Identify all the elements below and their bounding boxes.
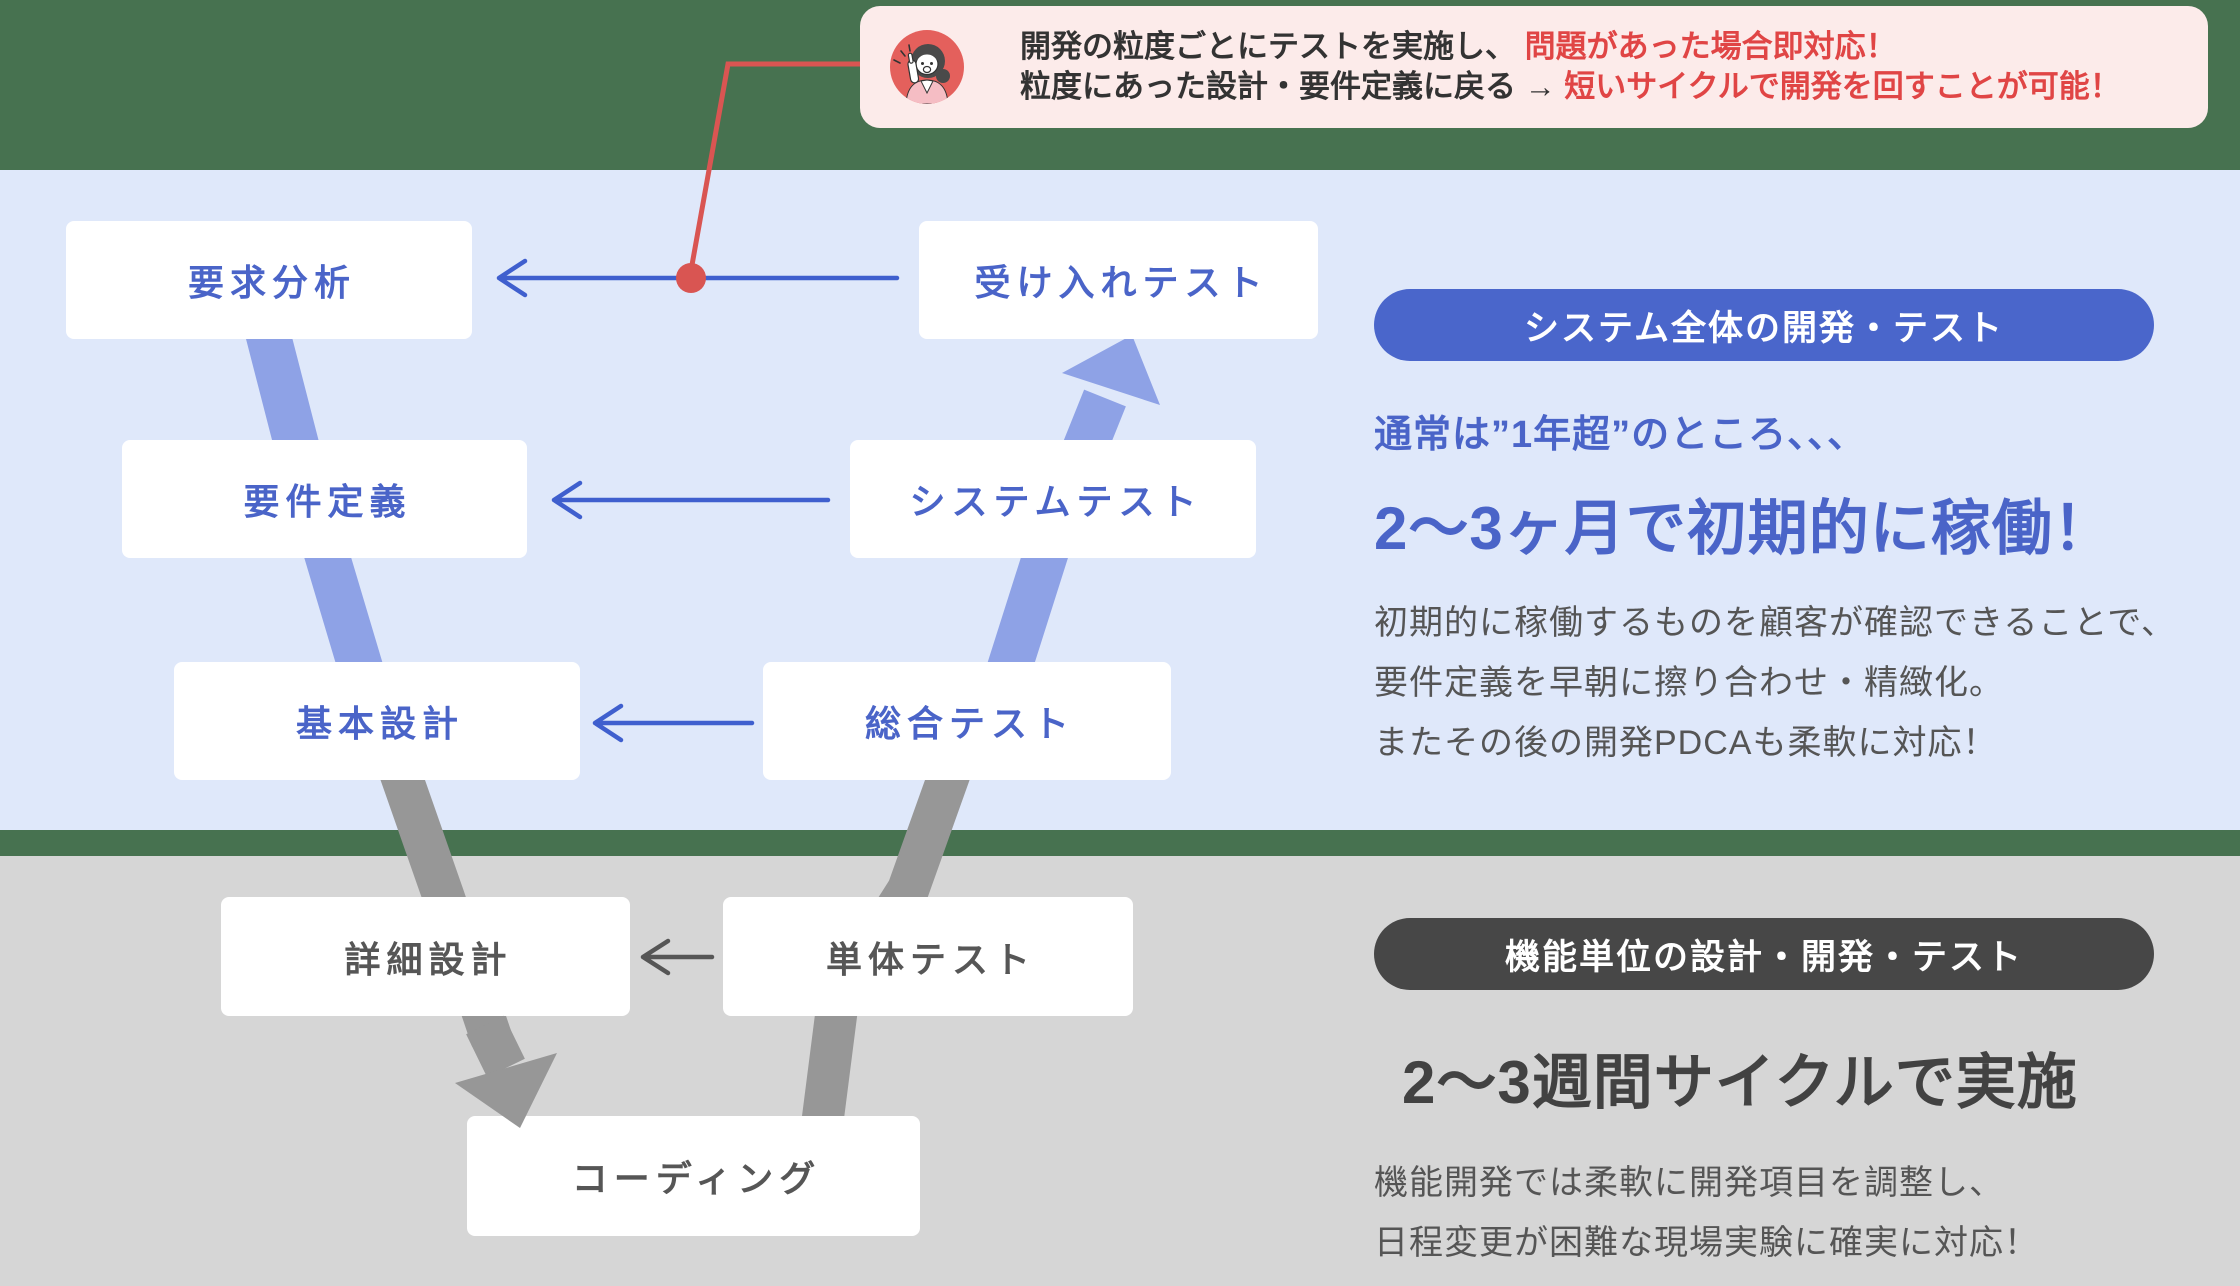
stage-label: 受け入れテスト <box>974 262 1269 303</box>
stage-box-detailed-design: 詳細設計 <box>221 897 630 1016</box>
callout-line2-red: 短いサイクルで開発を回すことが可能！ <box>1564 69 2121 104</box>
system-scope-badge-label: システム全体の開発・テスト <box>1524 308 2004 348</box>
callout-line2-black: 粒度にあった設計・要件定義に戻る → <box>1020 69 1556 104</box>
system-body-line-2: 要件定義を早朝に擦り合わせ・精緻化。 <box>1374 664 2004 702</box>
stage-label: 要求分析 <box>187 262 356 303</box>
divider-green-band <box>0 830 2240 856</box>
stage-box-integration-test: 総合テスト <box>763 662 1171 780</box>
up-arrowhead-icon <box>1062 335 1160 405</box>
stage-box-requirement-definition: 要件定義 <box>122 440 527 558</box>
stage-box-basic-design: 基本設計 <box>174 662 580 780</box>
system-panel: システム全体の開発・テスト 通常は”1年超”のところ、、、 2〜3ヶ月で初期的に… <box>1374 289 2240 773</box>
red-junction-dot <box>676 263 706 293</box>
stage-label: 要件定義 <box>243 481 412 522</box>
stage-label: 基本設計 <box>295 703 464 744</box>
feature-body-line-1: 機能開発では柔軟に開発項目を調整し、 <box>1374 1164 2004 1202</box>
feature-scope-badge: 機能単位の設計・開発・テスト <box>1374 918 2154 990</box>
stage-box-unit-test: 単体テスト <box>723 897 1133 1016</box>
system-body-line-3: またその後の開発PDCAも柔軟に対応！ <box>1374 724 1998 762</box>
stage-label: 総合テスト <box>864 703 1075 744</box>
stage-label: コーディング <box>571 1158 822 1199</box>
testing-callout: 開発の粒度ごとにテストを実施し、 問題があった場合即対応！ 粒度にあった設計・要… <box>860 6 2208 128</box>
stage-label: システムテスト <box>909 481 1203 522</box>
callout-line1-black: 開発の粒度ごとにテストを実施し、 <box>1020 29 1516 64</box>
left-arrow-integrationtest-to-design <box>592 703 755 743</box>
red-connector-line <box>689 61 862 266</box>
stage-box-coding: コーディング <box>467 1116 920 1236</box>
system-body-line-1: 初期的に稼働するものを顧客が確認できることで、 <box>1374 604 2176 642</box>
callout-line1-red: 問題があった場合即対応！ <box>1524 29 1897 64</box>
system-lead-text: 通常は”1年超”のところ、、、 <box>1374 414 1867 456</box>
callout-line-1: 開発の粒度ごとにテストを実施し、 問題があった場合即対応！ <box>1020 27 2121 67</box>
left-arrow-systemtest-to-definition <box>551 480 831 520</box>
callout-line-2: 粒度にあった設計・要件定義に戻る → 短いサイクルで開発を回すことが可能！ <box>1020 67 2121 107</box>
presenter-avatar <box>890 30 964 104</box>
stage-label: 単体テスト <box>825 938 1036 980</box>
feature-scope-badge-label: 機能単位の設計・開発・テスト <box>1504 937 2023 977</box>
left-arrow-unittest-to-detaileddesign <box>640 938 715 976</box>
stage-box-requirement-analysis: 要求分析 <box>66 221 472 339</box>
system-body: 初期的に稼働するものを顧客が確認できることで、 要件定義を早朝に擦り合わせ・精緻… <box>1374 593 2240 773</box>
feature-body-line-2: 日程変更が困難な現場実験に確実に対応！ <box>1374 1224 2039 1262</box>
feature-body: 機能開発では柔軟に開発項目を調整し、 日程変更が困難な現場実験に確実に対応！ <box>1374 1153 2240 1273</box>
presenter-avatar-illustration <box>890 30 964 104</box>
stage-box-acceptance-test: 受け入れテスト <box>919 221 1318 339</box>
feature-panel: 機能単位の設計・開発・テスト 2〜3週間サイクルで実施 機能開発では柔軟に開発項… <box>1374 918 2240 1273</box>
feature-headline: 2〜3週間サイクルで実施 <box>1402 1049 2078 1116</box>
system-scope-badge: システム全体の開発・テスト <box>1374 289 2154 361</box>
stage-box-system-test: システムテスト <box>850 440 1256 558</box>
system-headline: 2〜3ヶ月で初期的に稼働！ <box>1374 495 2114 562</box>
stage-label: 詳細設計 <box>344 938 513 980</box>
callout-text: 開発の粒度ごとにテストを実施し、 問題があった場合即対応！ 粒度にあった設計・要… <box>1020 27 2121 107</box>
